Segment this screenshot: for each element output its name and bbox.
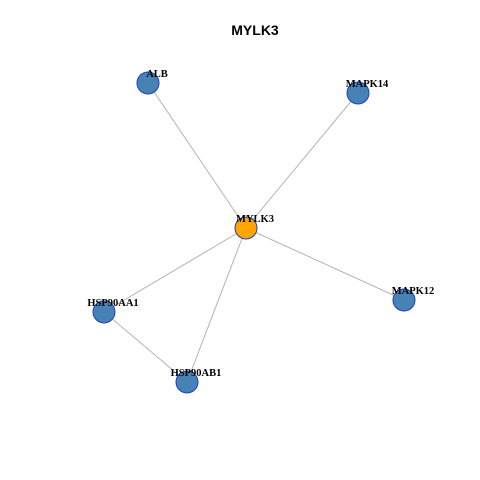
node-mylk3 — [234, 216, 258, 240]
edge-layer — [103, 82, 405, 383]
node-mapk12 — [392, 288, 416, 312]
node-layer — [92, 71, 416, 394]
edge-hsp90aa1-hsp90ab1 — [103, 311, 188, 383]
edge-mylk3-hsp90aa1 — [103, 227, 247, 313]
node-label-mapk14: MAPK14 — [346, 79, 389, 90]
node-label-hsp90aa1: HSP90AA1 — [87, 298, 138, 309]
edge-mylk3-mapk14 — [245, 92, 359, 229]
edge-mylk3-alb — [147, 82, 247, 229]
edge-mylk3-hsp90ab1 — [186, 227, 247, 383]
node-label-mylk3: MYLK3 — [236, 214, 274, 225]
graph-title: MYLK3 — [231, 22, 279, 38]
node-mapk14 — [346, 81, 370, 105]
node-hsp90ab1 — [175, 370, 199, 394]
node-label-alb: ALB — [146, 69, 168, 80]
node-alb — [136, 71, 160, 95]
node-label-hsp90ab1: HSP90AB1 — [171, 368, 222, 379]
node-label-mapk12: MAPK12 — [392, 286, 435, 297]
node-hsp90aa1 — [92, 300, 116, 324]
edge-mylk3-mapk12 — [245, 227, 405, 301]
